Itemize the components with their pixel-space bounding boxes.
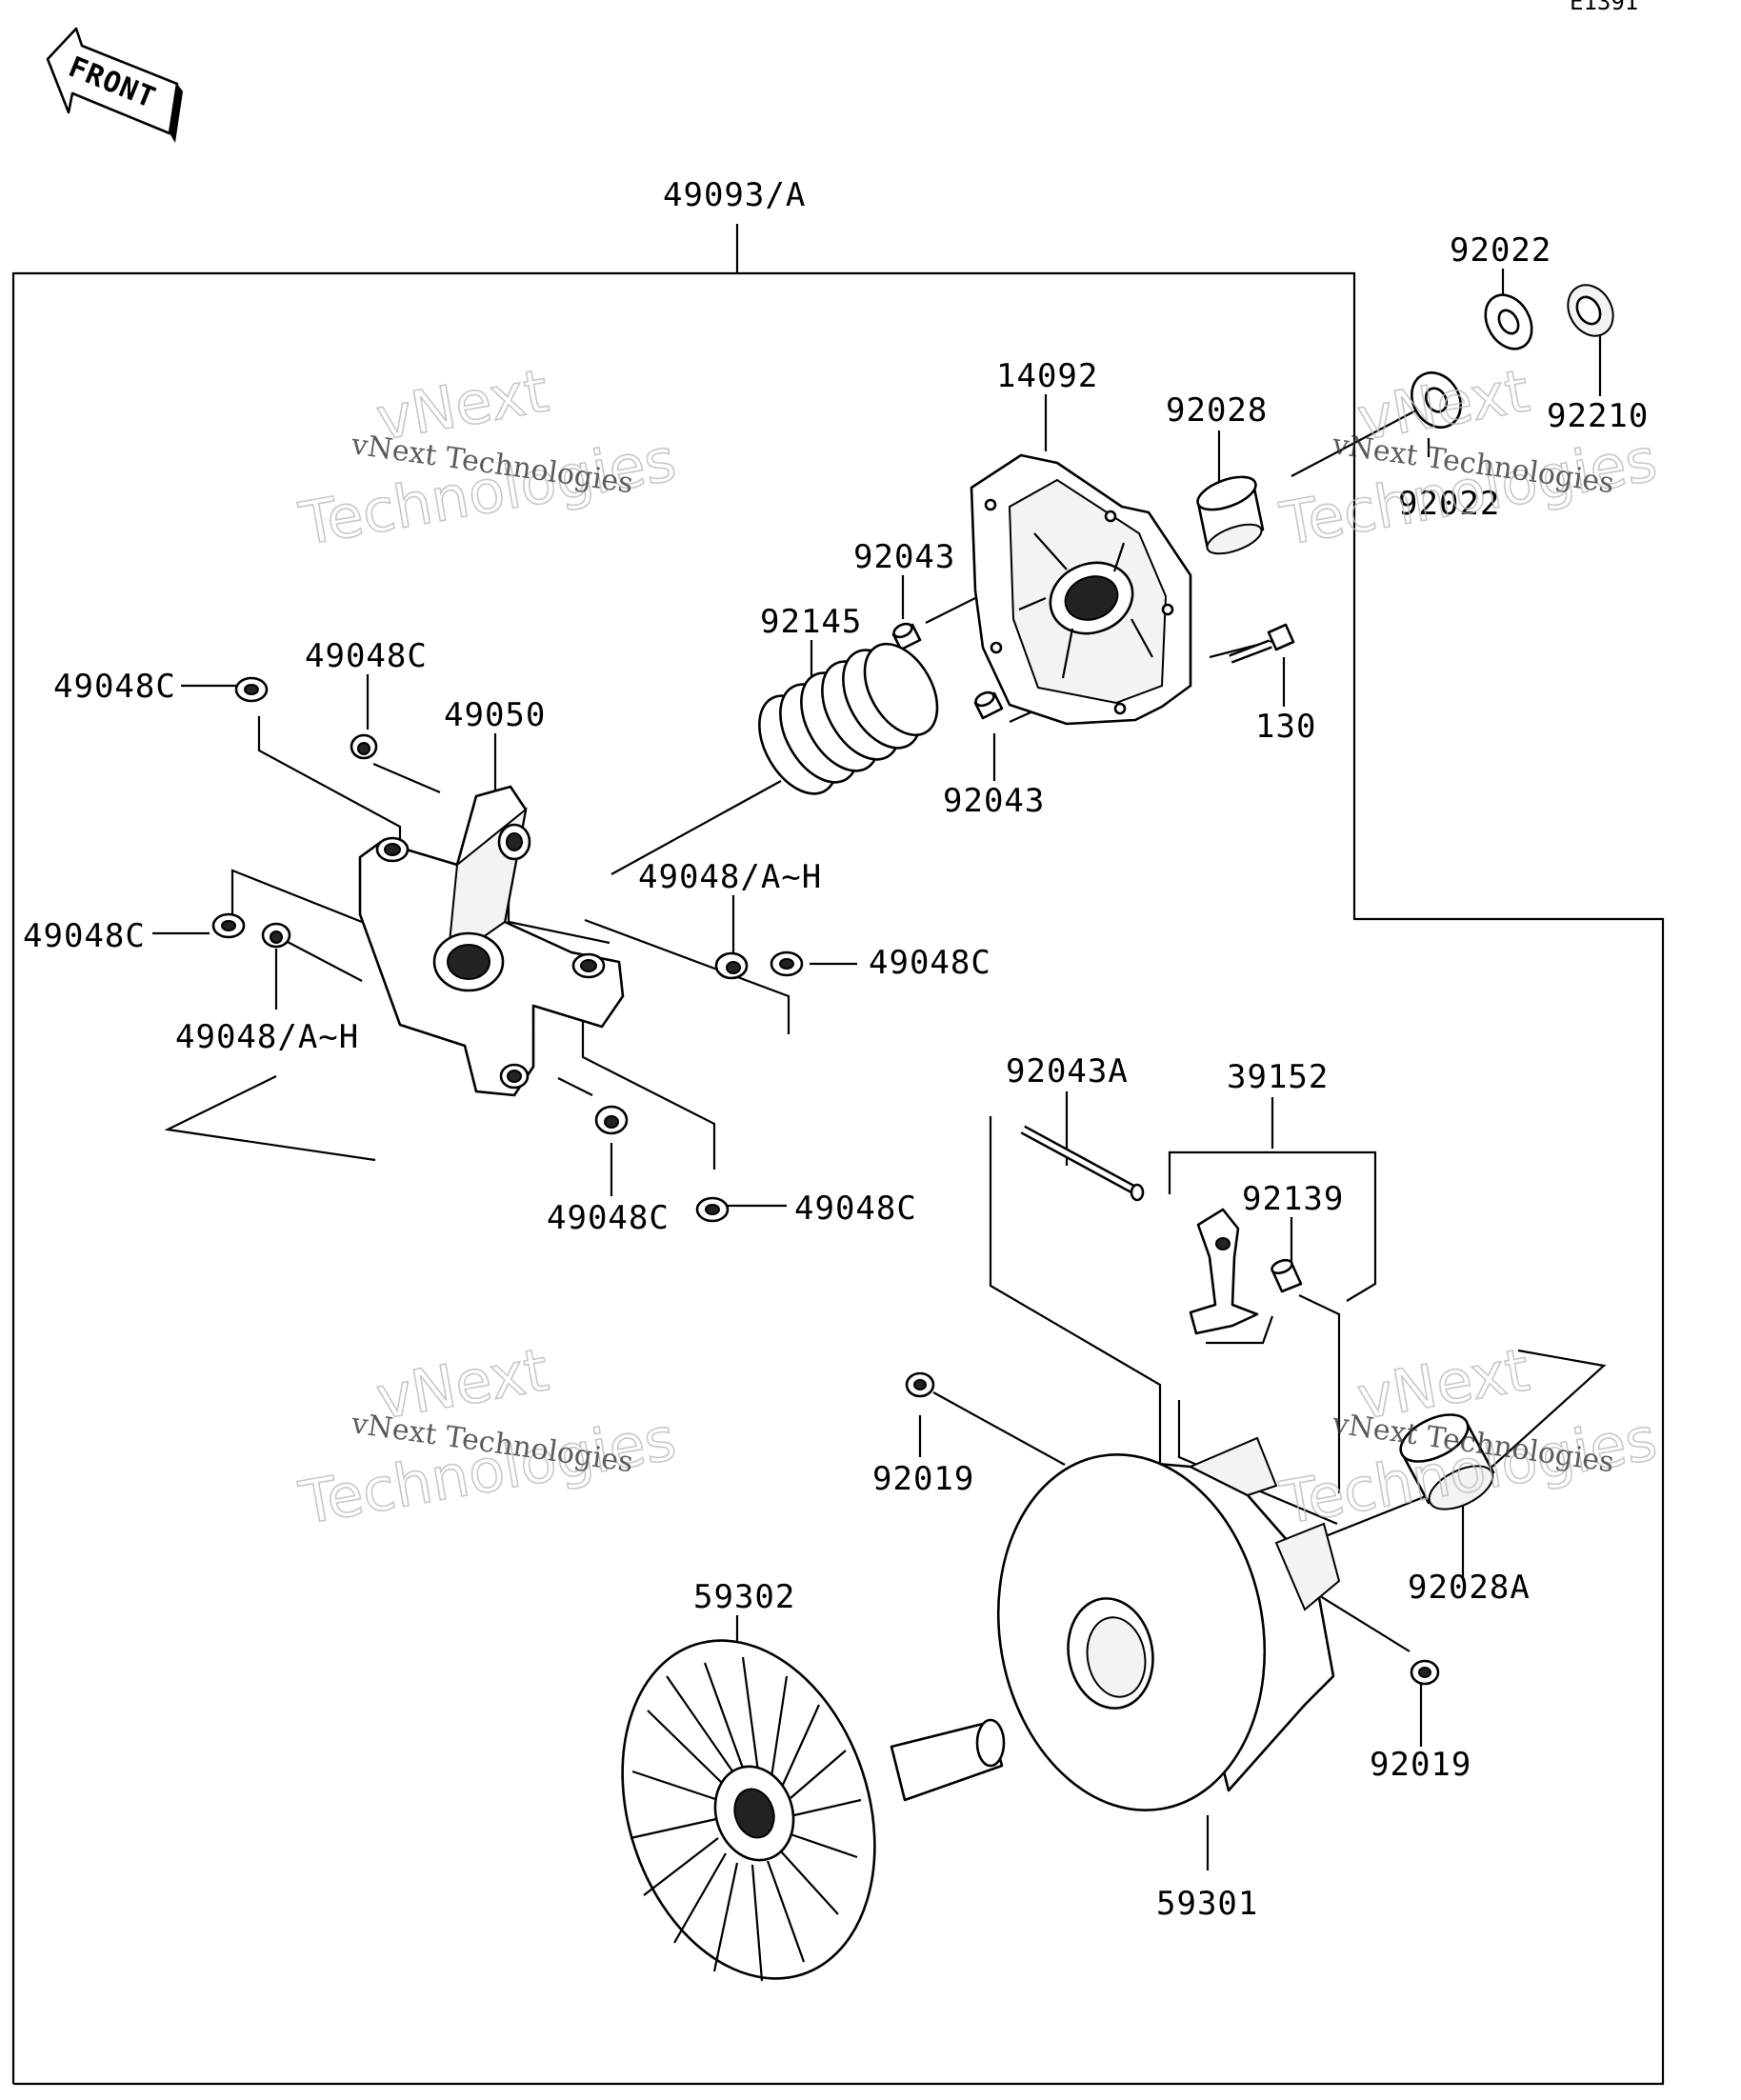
part-label: 49048C xyxy=(547,1199,670,1237)
nut-92019-a xyxy=(905,1371,935,1398)
part-label: 92139 xyxy=(1242,1180,1344,1218)
part-label: 49050 xyxy=(444,696,546,734)
part-label: 92028 xyxy=(1166,391,1268,430)
part-label: 49048C xyxy=(23,917,146,955)
part-label: 92019 xyxy=(872,1460,974,1498)
shaft-92043A xyxy=(1020,1125,1145,1202)
part-label: 92043 xyxy=(943,782,1045,820)
button-49048AH-b xyxy=(261,922,291,949)
part-label: 39152 xyxy=(1227,1058,1329,1096)
part-label: 92145 xyxy=(760,603,862,641)
button-49048C-e xyxy=(594,1105,629,1135)
part-label: 49048C xyxy=(53,668,176,706)
pin-92043-lower xyxy=(973,690,1004,720)
part-label: 92019 xyxy=(1370,1746,1471,1784)
movable-sheave-59301 xyxy=(996,1436,1341,1811)
part-label: 59301 xyxy=(1156,1885,1258,1923)
washer-92022-lower xyxy=(1411,371,1462,429)
cover-14092 xyxy=(970,453,1192,726)
button-49048AH-a xyxy=(714,951,749,980)
assembly-bracket xyxy=(11,271,1665,2086)
part-label: 49048/A~H xyxy=(638,858,822,896)
button-49048C-c xyxy=(770,950,804,977)
front-arrow-icon: FRONT xyxy=(46,27,183,143)
drawing-code: E1391 xyxy=(1570,0,1638,15)
part-label: 14092 xyxy=(996,357,1098,395)
part-label: 59302 xyxy=(693,1578,795,1616)
spider-49050 xyxy=(358,785,625,1097)
button-49048C-b xyxy=(350,733,378,760)
button-49048C-a xyxy=(234,676,269,703)
part-label: 130 xyxy=(1255,708,1316,746)
bolt-130 xyxy=(1229,623,1295,664)
part-label: 49048C xyxy=(794,1190,917,1228)
washer-92022-upper xyxy=(1484,293,1533,350)
part-label: 92043A xyxy=(1006,1052,1129,1090)
nut-92210 xyxy=(1567,284,1614,337)
pin-92139 xyxy=(1271,1258,1303,1293)
pin-92043-upper xyxy=(891,622,922,651)
spring-92145 xyxy=(758,642,939,795)
part-label: 49093/A xyxy=(663,176,806,214)
part-label: 49048C xyxy=(305,637,428,675)
button-49048C-f xyxy=(695,1196,730,1223)
button-49048C-d xyxy=(211,912,246,939)
part-label: 92210 xyxy=(1547,397,1649,435)
part-label: 92043 xyxy=(853,538,955,576)
fixed-sheave-59302 xyxy=(621,1639,1006,1982)
roller-arm-39152 xyxy=(1189,1208,1259,1335)
part-label: 49048/A~H xyxy=(175,1018,359,1056)
part-label: 92028A xyxy=(1408,1569,1531,1607)
bushing-92028 xyxy=(1196,475,1265,555)
bushing-92028A xyxy=(1399,1413,1495,1510)
part-label: 49048C xyxy=(869,944,991,982)
part-label: 92022 xyxy=(1398,485,1500,523)
part-label: 92022 xyxy=(1450,231,1551,270)
nut-92019-b xyxy=(1410,1659,1440,1686)
